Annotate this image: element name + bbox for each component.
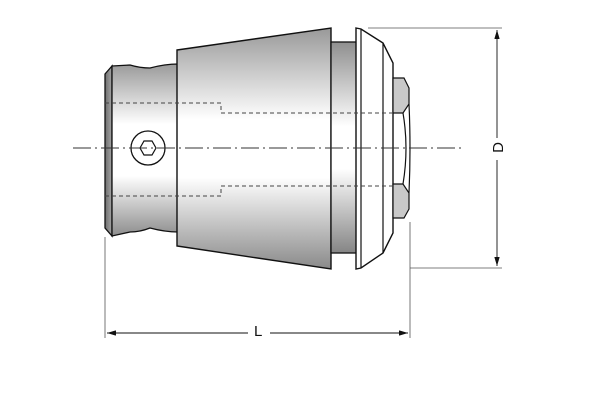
dimension-label-length: L: [251, 324, 266, 339]
dimension-d: [368, 27, 502, 269]
dimension-label-diameter: D: [490, 139, 507, 156]
tapered-body: [176, 27, 332, 270]
clamping-nut: [355, 27, 394, 270]
dimension-l: [104, 222, 411, 338]
left-flange: [104, 64, 113, 238]
neck: [330, 41, 358, 254]
hidden-bore-lines: [105, 102, 395, 197]
hex-nut-face: [392, 77, 411, 219]
